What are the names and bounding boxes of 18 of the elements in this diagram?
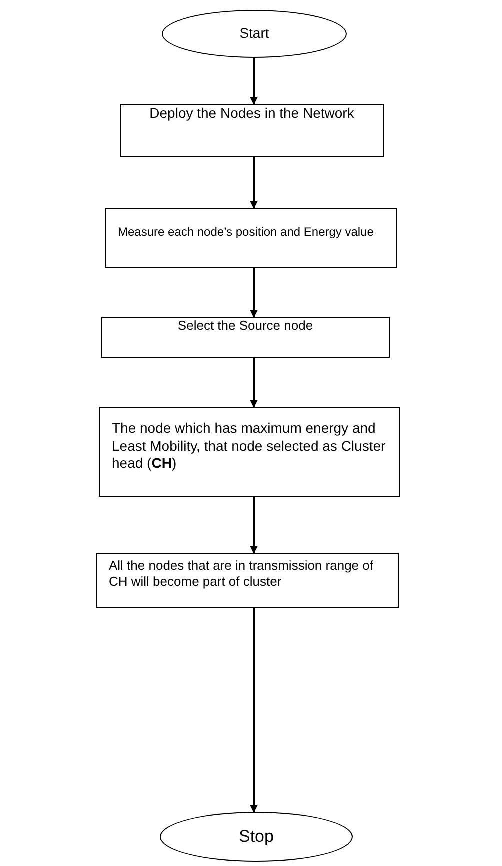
node-text: Stop [239, 826, 274, 848]
arrow [250, 268, 258, 318]
node-text: Deploy the Nodes in the Network [150, 105, 354, 123]
node-text: Select the Source node [178, 318, 314, 335]
arrow [250, 58, 258, 105]
node-text: Start [240, 25, 270, 43]
arrow [250, 358, 258, 408]
node-text: Measure each node’s position and Energy value [118, 225, 374, 240]
process-box [99, 407, 400, 497]
process-box [101, 317, 390, 358]
arrow [250, 157, 258, 209]
arrow [250, 497, 258, 554]
node-text: All the nodes that are in transmission range of CH will become part of cluster [109, 558, 374, 590]
node-text: The node which has maximum energy and Least Mobility, that node selected as Cluster head (CH) [112, 420, 387, 472]
process-box [96, 553, 399, 608]
process-box [120, 104, 384, 157]
process-box [105, 208, 397, 268]
arrow [250, 608, 258, 813]
